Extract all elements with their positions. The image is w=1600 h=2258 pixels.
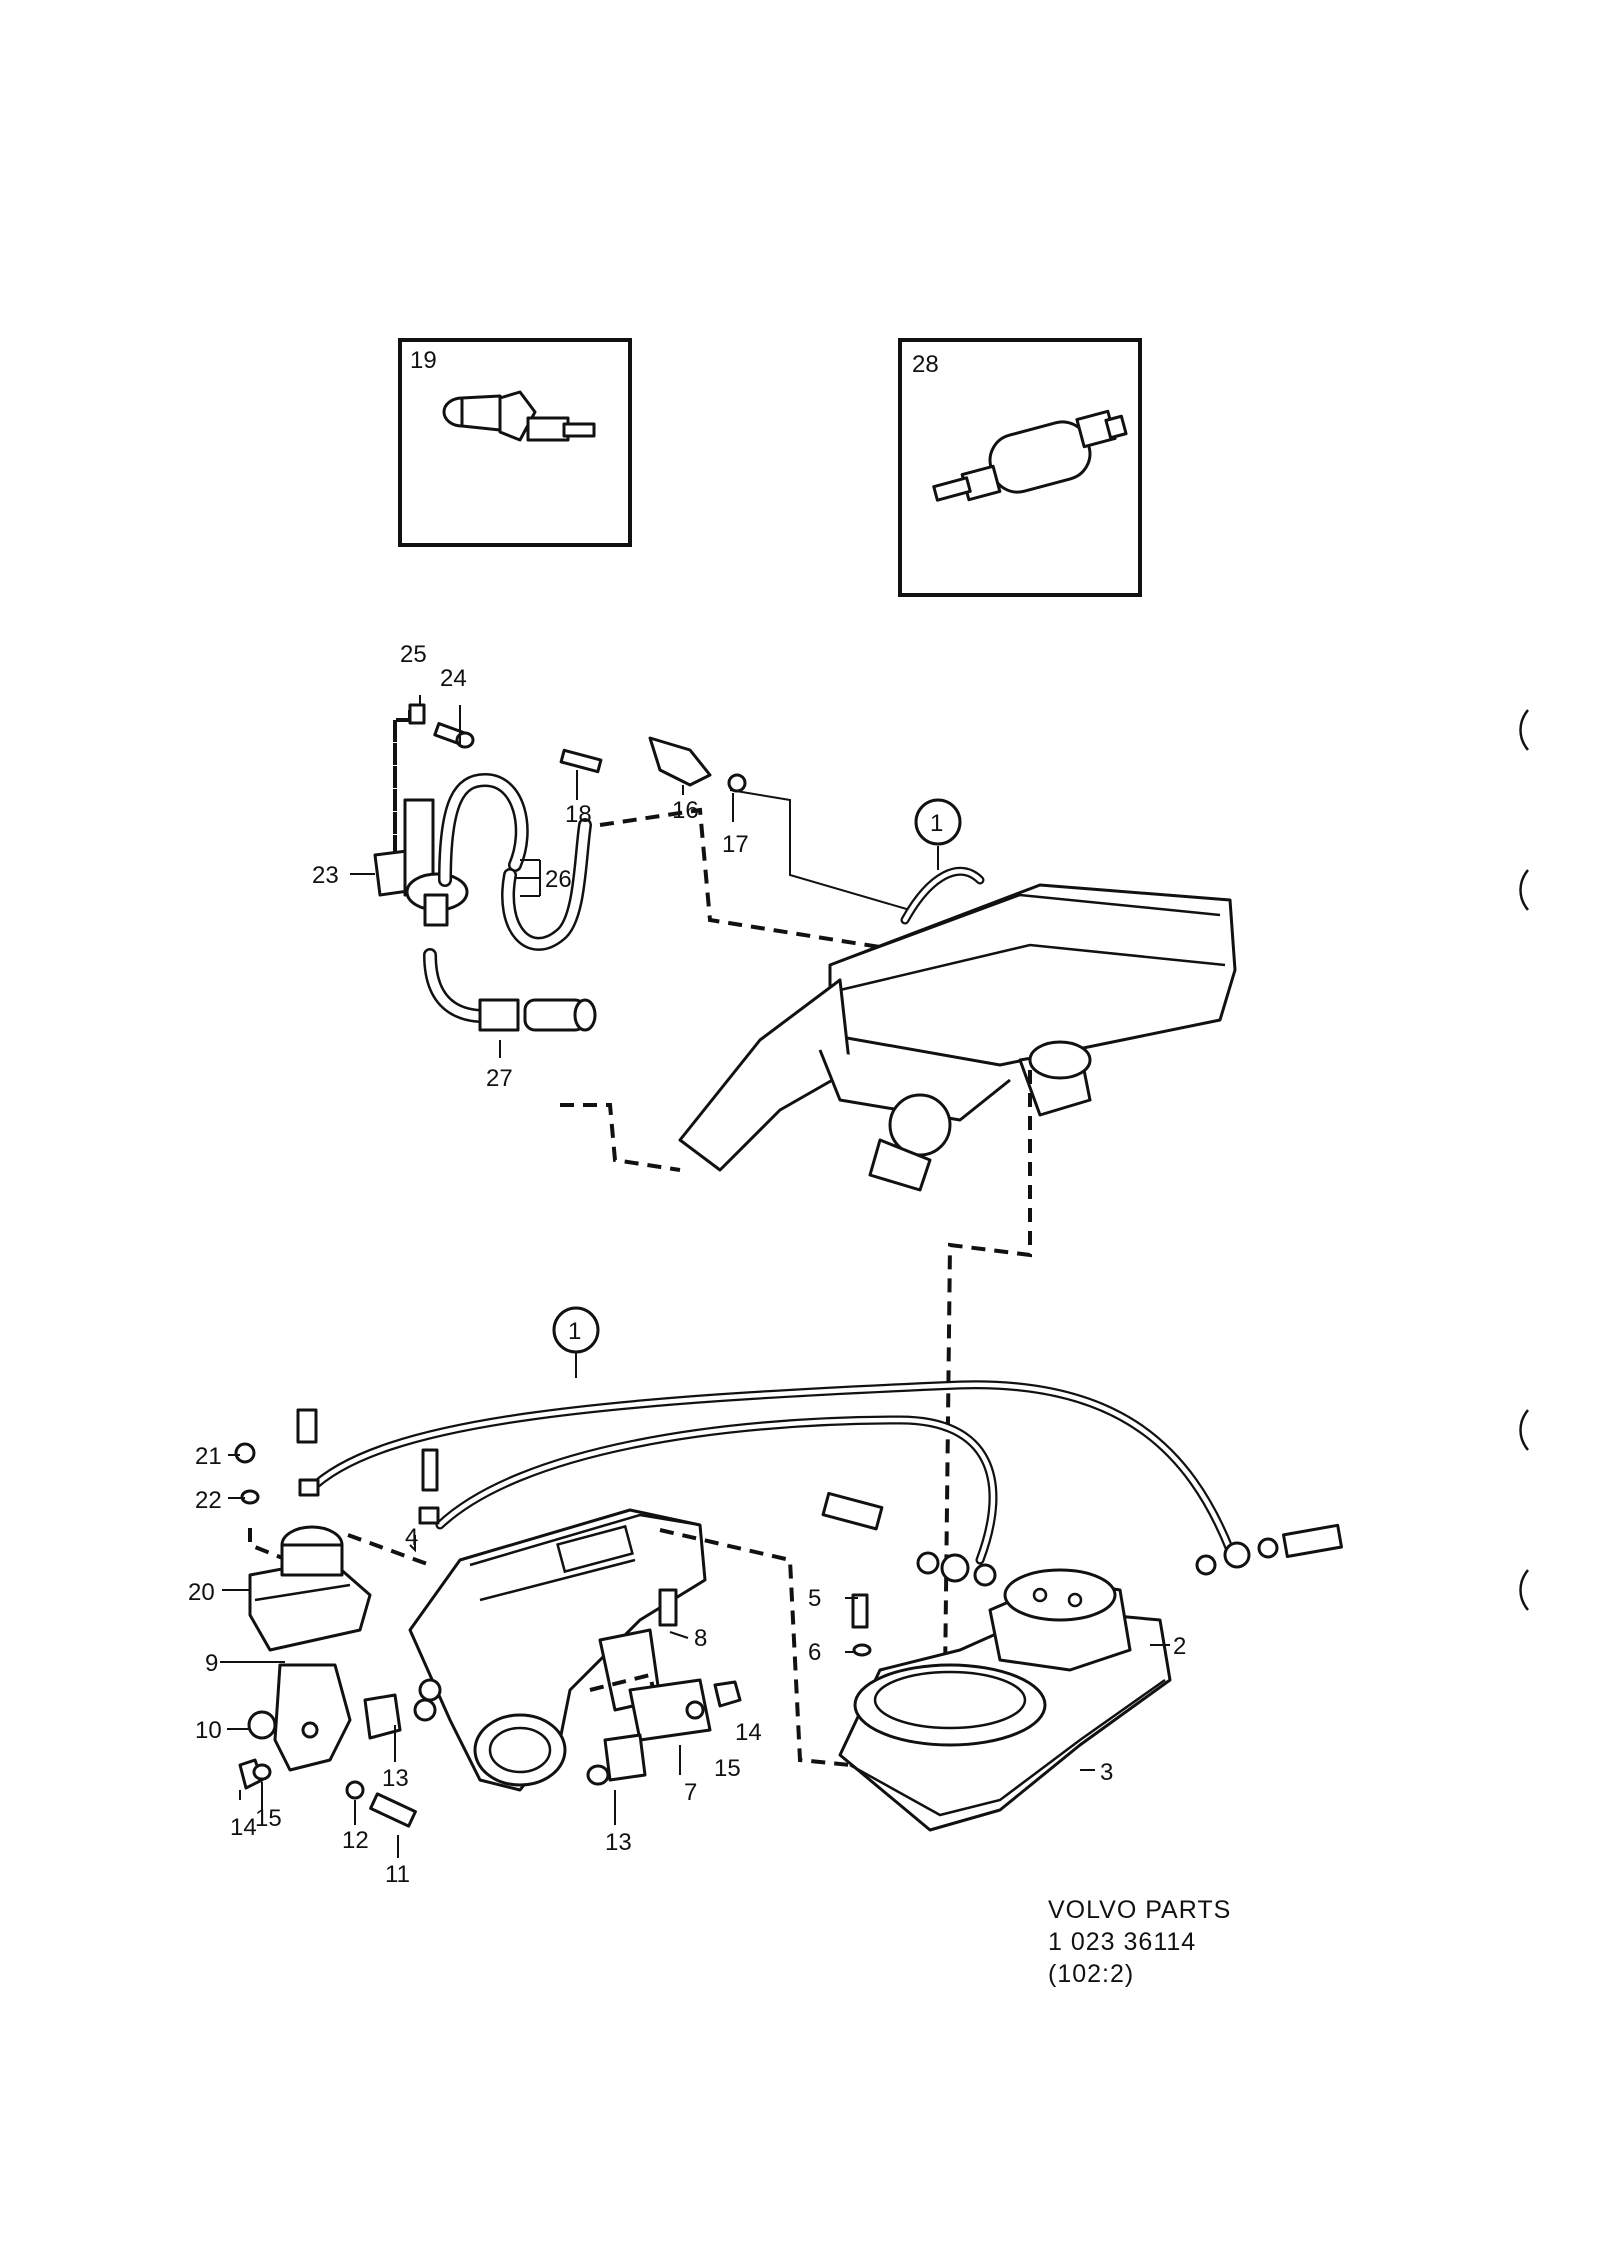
callout-23: 23 (312, 862, 339, 889)
callout-2: 2 (1173, 1633, 1186, 1660)
screw-5 (851, 1593, 869, 1629)
washer-15 (252, 1763, 272, 1781)
inset-19: 19 (398, 338, 632, 547)
inset-19-frame (398, 338, 632, 547)
bracket-23 (373, 798, 469, 927)
washer-17 (727, 773, 747, 793)
clamp-16 (648, 736, 712, 787)
bracket-9 (238, 1663, 437, 1828)
nut-14b (713, 1680, 742, 1708)
callout-leaders (220, 695, 1170, 1858)
intake-manifold-icon (678, 866, 1237, 1192)
screw-25 (408, 703, 426, 725)
bolt-11 (369, 1792, 417, 1828)
callout-7: 7 (684, 1779, 697, 1806)
air-flow-meter-icon (659, 1491, 1343, 1832)
sensor-20 (248, 1525, 372, 1652)
callout-10: 10 (195, 1717, 222, 1744)
callout-6: 6 (808, 1639, 821, 1666)
callout-14b: 14 (735, 1719, 762, 1746)
callout-16: 16 (672, 797, 699, 824)
callout-8: 8 (694, 1625, 707, 1652)
callout-18: 18 (565, 801, 592, 828)
callout-5: 5 (808, 1585, 821, 1612)
inset-19-label: 19 (410, 347, 437, 374)
callout-20: 20 (188, 1579, 215, 1606)
bracket-7 (586, 1588, 742, 1786)
caption-line-3: (102:2) (1048, 1960, 1134, 1988)
washer-12 (345, 1780, 365, 1800)
callout-1-top: 1 (930, 810, 943, 837)
callout-14a: 14 (230, 1814, 257, 1841)
bolt-18 (559, 748, 603, 774)
inset-28: 28 (898, 338, 1142, 597)
lower-left-assembly (234, 1408, 742, 1828)
mount-13a (363, 1693, 402, 1740)
callout-26: 26 (545, 866, 572, 893)
callout-22: 22 (195, 1487, 222, 1514)
callout-labels: 1 1 2 3 4 5 6 7 8 9 10 11 12 13 13 14 14… (188, 641, 1186, 1888)
callout-circle-1-bottom (552, 1306, 600, 1354)
upper-hose-assembly (373, 703, 931, 1172)
caption-line-2: 1 023 36114 (1048, 1928, 1196, 1956)
bolt-right (1282, 1523, 1343, 1559)
washer-10 (247, 1710, 277, 1740)
callout-1-bottom: 1 (568, 1318, 581, 1345)
callout-13b: 13 (605, 1829, 632, 1856)
callout-15a: 15 (255, 1805, 282, 1832)
callout-13a: 13 (382, 1765, 409, 1792)
callout-24: 24 (440, 665, 467, 692)
callout-15b: 15 (714, 1755, 741, 1782)
clamp-27 (478, 998, 520, 1032)
washer-6 (852, 1643, 872, 1657)
inset-28-label: 28 (912, 351, 939, 378)
callout-11: 11 (385, 1861, 410, 1888)
hose-1-lower (305, 1380, 1235, 1565)
bolt-top-left (296, 1408, 318, 1444)
callout-circle-1-top (914, 798, 962, 846)
callout-25: 25 (400, 641, 427, 668)
screw-8 (658, 1588, 678, 1627)
callout-4: 4 (405, 1524, 418, 1551)
bolt-top-center (821, 1491, 884, 1531)
callout-3: 3 (1100, 1759, 1113, 1786)
callout-9: 9 (205, 1650, 218, 1677)
sensor-19-icon (442, 390, 596, 442)
mount-13b (603, 1733, 647, 1782)
callout-12: 12 (342, 1827, 369, 1854)
valve-28-icon (932, 409, 1128, 502)
washer-15b (685, 1700, 705, 1720)
callout-17: 17 (722, 831, 749, 858)
margin-marks (1519, 709, 1529, 1611)
callout-21: 21 (195, 1443, 222, 1470)
screw-21 (234, 1442, 256, 1464)
callout-27: 27 (486, 1065, 513, 1092)
caption-block: VOLVO PARTS 1 023 36114 (102:2) (1048, 1896, 1231, 1988)
caption-line-1: VOLVO PARTS (1048, 1896, 1231, 1924)
throttle-housing-4 (408, 1508, 707, 1792)
